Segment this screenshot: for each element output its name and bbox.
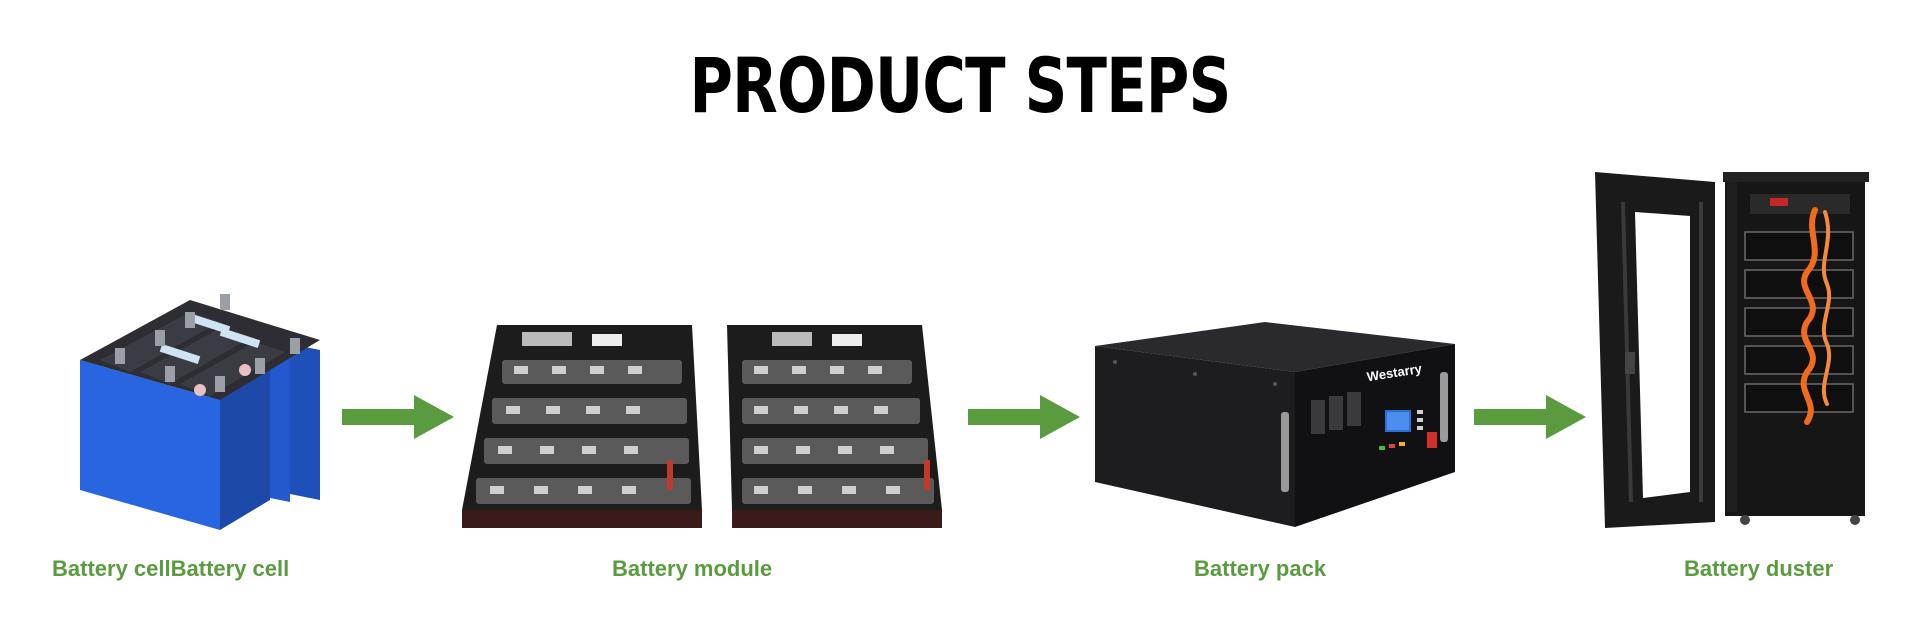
battery-cell-image — [80, 294, 320, 530]
arrow-right-icon — [1474, 395, 1586, 439]
battery-cluster-cabinet-image — [1595, 172, 1869, 528]
step-label-battery-module: Battery module — [612, 556, 773, 581]
step-label-battery-cluster: Battery duster — [1684, 556, 1834, 581]
page-title: PRODUCT STEPS — [689, 41, 1231, 130]
step-label-battery-pack: Battery pack — [1194, 556, 1327, 581]
step-label-battery-cell: Battery cellBattery cell — [52, 556, 290, 581]
battery-pack-image: Westarry — [1095, 322, 1455, 527]
battery-module-image — [462, 325, 942, 528]
arrow-right-icon — [342, 395, 454, 439]
arrow-right-icon — [968, 395, 1080, 439]
